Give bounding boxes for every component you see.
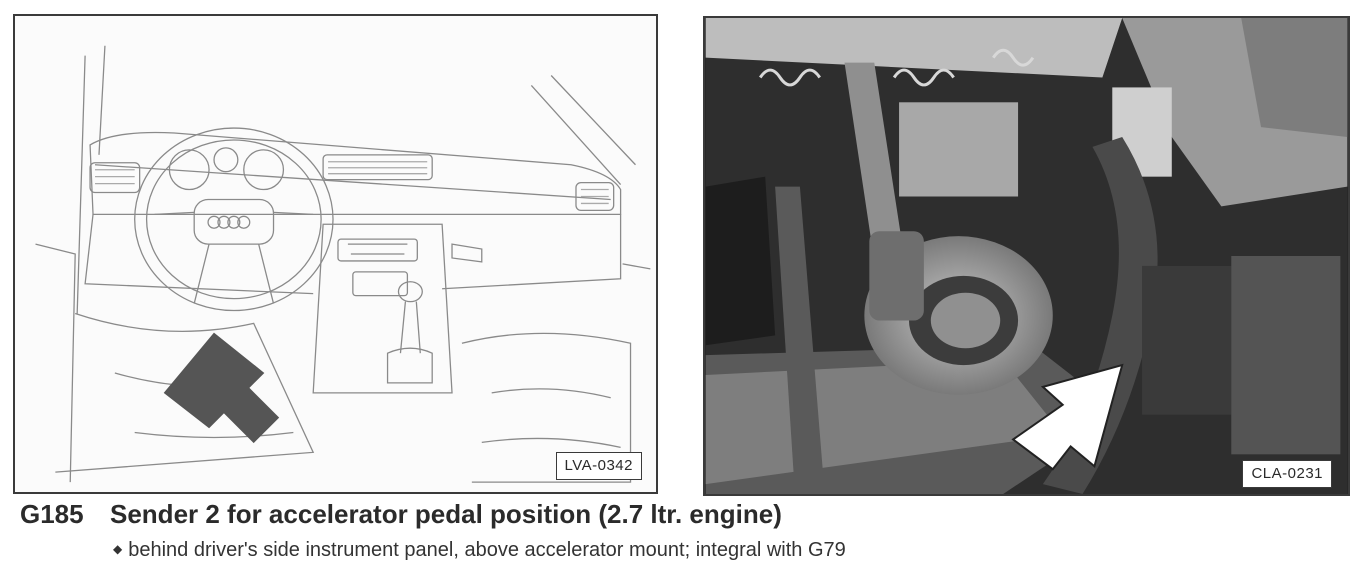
figure-dashboard-drawing: LVA-0342 <box>13 14 658 494</box>
dashboard-illustration <box>35 45 651 483</box>
indicator-arrow-left <box>163 332 280 444</box>
component-code: G185 <box>20 499 84 529</box>
pedal-area-photo <box>705 18 1348 494</box>
figure-reference-label: LVA-0342 <box>555 452 642 480</box>
location-bullet: ◆ behind driver's side instrument panel, … <box>113 536 846 565</box>
indicator-arrow-right <box>1011 363 1124 471</box>
diamond-bullet-icon: ◆ <box>113 541 123 556</box>
component-heading: G185 Sender 2 for accelerator pedal posit… <box>20 497 782 531</box>
location-text: behind driver's side instrument panel, a… <box>128 539 846 561</box>
figure-pedal-photo: CLA-0231 <box>703 16 1350 496</box>
figure-reference-label: CLA-0231 <box>1242 460 1332 488</box>
component-title: Sender 2 for accelerator pedal position … <box>110 499 782 529</box>
